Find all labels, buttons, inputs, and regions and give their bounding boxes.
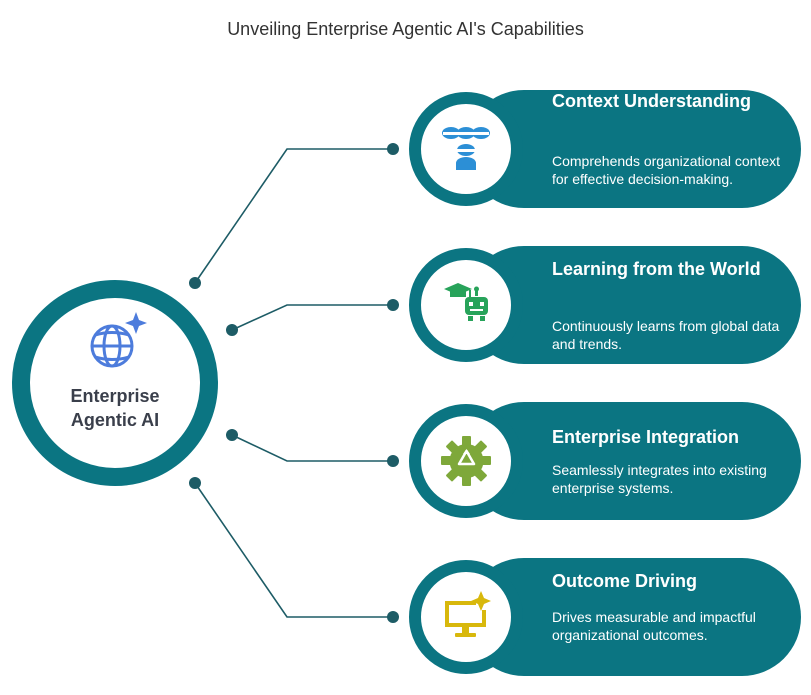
connector-line-1	[194, 148, 393, 284]
monitor-sparkle-icon	[445, 591, 491, 637]
capability-title-enterprise-integration: Enterprise Integration	[552, 427, 740, 447]
hub-label: Enterprise Agentic AI	[70, 386, 160, 430]
connector-line-3	[231, 434, 393, 462]
capability-title-learning-from-the-world: Learning from the World	[552, 259, 761, 279]
hub-node	[12, 280, 218, 486]
globe-sparkle-icon	[90, 312, 147, 368]
capability-description-enterprise-integration: Seamlessly integrates into existing ente…	[552, 462, 767, 496]
tiered-stack-icon	[442, 127, 490, 170]
diagram-title: Unveiling Enterprise Agentic AI's Capabi…	[227, 19, 584, 39]
connector-dot	[226, 324, 238, 336]
capability-title-context-understanding: Context Understanding	[552, 91, 752, 111]
capability-card-1	[409, 90, 801, 208]
connector-dot	[387, 455, 399, 467]
capability-description-learning-from-the-world: Continuously learns from global data and…	[552, 318, 780, 352]
graduation-robot-icon	[444, 283, 488, 321]
connector-dot	[387, 143, 399, 155]
connector-dot	[189, 277, 201, 289]
connector-dots	[189, 143, 399, 623]
connector-dot	[387, 299, 399, 311]
connector-dot	[189, 477, 201, 489]
gear-recycle-icon	[441, 436, 491, 486]
capability-card-4	[409, 558, 801, 676]
connector-line-4	[194, 482, 393, 618]
connector-dot	[226, 429, 238, 441]
connector-dot	[387, 611, 399, 623]
connector-line-2	[231, 304, 393, 331]
capability-title-outcome-driving: Outcome Driving	[552, 571, 698, 591]
capability-description-outcome-driving: Drives measurable and impactful organiza…	[552, 609, 756, 643]
capability-description-context-understanding: Comprehends organizational context for e…	[552, 153, 781, 187]
connectors	[194, 148, 393, 618]
